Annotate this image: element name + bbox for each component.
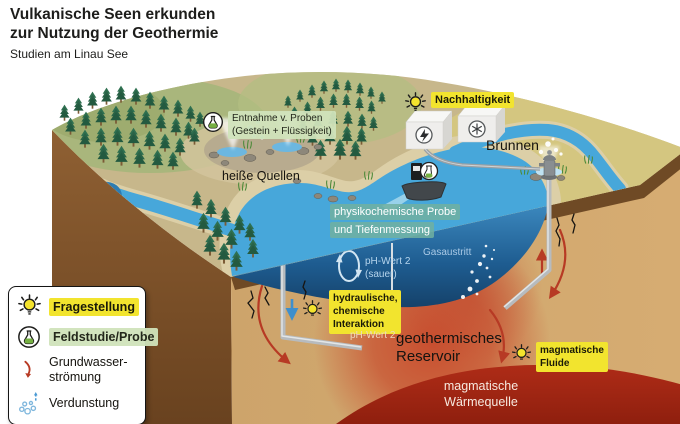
physiko-label: physikochemische Probe und Tiefenmessung [330,204,461,239]
evaporation-bubbles-icon [16,391,42,416]
lightbulb-icon [16,294,42,319]
hydraulisch-label: hydraulische, chemische Interaktion [329,290,402,334]
gasaustritt-label: Gasaustritt [423,247,472,258]
entnahme-label: Entnahme v. Proben (Gestein + Flüssigkei… [202,111,336,139]
lightbulb-icon [511,344,532,360]
borehole-pipe-right [503,176,552,310]
circulation-icon [336,250,362,282]
magma-chamber [336,364,680,424]
lightbulb-icon [302,300,323,316]
entnahme-text: Entnahme v. Proben (Gestein + Flüssigkei… [228,111,336,139]
page-title: Vulkanische Seen erkunden zur Nutzung de… [10,5,218,61]
reservoir-label: geothermisches Reservoir [396,330,502,365]
borehole-pipe-left [280,263,363,351]
ph-sauer-label: pH-Wert 2 (sauer) [365,256,411,280]
legend-item-fragestellung: Fragestellung [16,294,139,319]
grundwasser-text: Grundwasser- strömung [49,355,128,384]
well-pump [539,150,560,180]
ground-cracks [247,213,576,319]
ph-wert2-label: pH-Wert 2 [350,330,396,341]
nachhaltigkeit-label: Nachhaltigkeit [404,92,515,115]
heisse-quellen-label: heiße Quellen [222,169,300,183]
fluide-label: magmatische Fluide [536,342,608,373]
legend-item-grundwasser: Grundwasser- strömung [16,355,138,385]
nachhaltigkeit-text: Nachhaltigkeit [431,92,515,109]
power-plant-building [405,110,453,150]
title-line-2: zur Nutzung der Geothermie [10,25,219,43]
gas-bubbles [461,244,495,299]
legend: Fragestellung Feldstudie/Probe Grundwass… [8,286,159,424]
hydraulisch-bulb [302,300,323,321]
groundwater-arrows [257,228,567,365]
title-line-1: Vulkanische Seen erkunden [10,6,216,23]
subtitle: Studien am Linau See [10,47,129,62]
legend-item-feldstudie: Feldstudie/Probe [16,325,159,349]
legend-item-verdunstung: Verdunstung [16,391,138,416]
curved-red-arrow-icon [16,358,42,382]
lake-cross-section [231,205,548,308]
flask-icon [16,325,42,349]
fluide-bulb [511,344,532,365]
waermequelle-label: magmatische Wärmequelle [443,379,519,410]
research-boat [382,161,447,212]
brunnen-label: Brunnen [486,137,539,153]
flask-icon [203,112,223,132]
lightbulb-icon [405,92,426,111]
